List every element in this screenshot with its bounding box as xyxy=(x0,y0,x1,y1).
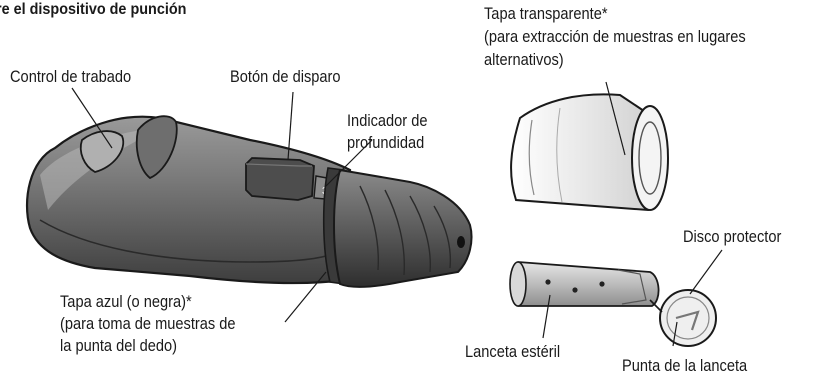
label-tapa-azul-line2: (para toma de muestras de xyxy=(60,314,236,333)
label-punta-lanceta: Punta de la lanceta xyxy=(622,356,748,375)
label-tapa-transparente-line3: alternativos) xyxy=(484,50,564,69)
label-control-trabado: Control de trabado xyxy=(10,67,132,86)
lancet-illustration xyxy=(509,261,717,347)
section-heading: re el dispositivo de punción xyxy=(0,1,187,18)
label-tapa-azul-line3: la punta del dedo) xyxy=(60,336,178,355)
label-indicador-profundidad-line1: Indicador de xyxy=(347,111,428,130)
label-tapa-transparente-line2: (para extracción de muestras en lugares xyxy=(484,27,746,46)
label-disco-protector: Disco protector xyxy=(683,227,782,246)
label-indicador-profundidad-line2: profundidad xyxy=(347,133,425,152)
lancing-device-illustration: 3 xyxy=(26,115,473,288)
label-tapa-transparente-line1: Tapa transparente* xyxy=(484,4,608,23)
label-boton-disparo: Botón de disparo xyxy=(230,67,341,86)
label-tapa-azul-line1: Tapa azul (o negra)* xyxy=(60,292,192,311)
label-lanceta-esteril: Lanceta estéril xyxy=(465,342,561,361)
leader-lines xyxy=(71,81,723,347)
clear-cap-illustration xyxy=(510,93,669,212)
